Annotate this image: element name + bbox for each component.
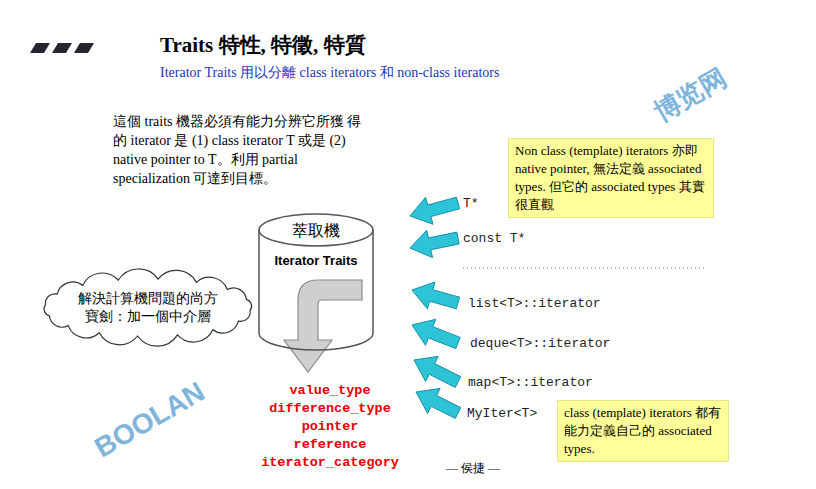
machine-name: Iterator Traits — [262, 253, 370, 269]
input-arrow — [416, 388, 461, 418]
pointer-type-label: T* — [463, 195, 479, 212]
machine-title: 萃取機 — [262, 221, 370, 241]
input-arrow — [410, 230, 459, 257]
associated-type-label: difference_type — [269, 400, 391, 418]
note-text: class (template) iterators 都有能力定義自己的 ass… — [564, 404, 722, 458]
cylinder-body — [259, 230, 373, 350]
input-arrow — [412, 319, 460, 348]
author-signature: — 侯捷 — — [446, 460, 500, 476]
slide-title: Traits 特性, 特徵, 特質 — [160, 32, 366, 58]
title-bar — [52, 43, 72, 53]
description-text: 這個 traits 機器必須有能力分辨它所獲 得的 iterator 是 (1)… — [113, 112, 363, 188]
associated-type-label: iterator_category — [261, 454, 399, 472]
watermark: 博览网 — [649, 63, 732, 128]
associated-type-label: reference — [294, 436, 367, 454]
iterator-type-label: map<T>::iterator — [468, 374, 593, 391]
traits-cylinder: 萃取機 Iterator Traits — [258, 213, 374, 350]
title-bar — [30, 43, 50, 53]
note-box: class (template) iterators 都有能力定義自己的 ass… — [557, 400, 729, 462]
idea-cloud: 解決計算機問題的尚方 寶劍：加一個中介層 — [33, 267, 263, 348]
input-arrow — [412, 282, 460, 309]
cloud-shape — [44, 269, 252, 346]
note-text: Non class (template) iterators 亦即 native… — [515, 142, 707, 214]
divider-line — [463, 268, 705, 269]
title-bar — [74, 43, 94, 53]
associated-type-label: pointer — [302, 418, 359, 436]
iterator-type-label: MyIter<T> — [467, 405, 537, 422]
title-bars — [30, 43, 94, 53]
pointer-type-label: const T* — [463, 230, 525, 247]
input-arrow — [414, 356, 461, 387]
associated-type-label: value_type — [289, 382, 370, 400]
note-box: Non class (template) iterators 亦即 native… — [508, 138, 714, 218]
watermark: BOOLAN — [89, 376, 210, 464]
input-arrow — [410, 197, 460, 224]
cylinder-top — [259, 214, 373, 246]
input-arrows — [410, 197, 461, 418]
cloud-outline — [33, 267, 263, 348]
slide-subtitle: Iterator Traits 用以分離 class iterators 和 n… — [160, 64, 499, 82]
cloud-text: 解決計算機問題的尚方 寶劍：加一個中介層 — [77, 290, 219, 326]
iterator-type-label: list<T>::iterator — [468, 295, 601, 312]
iterator-type-label: deque<T>::iterator — [470, 335, 610, 352]
output-arrow — [284, 280, 362, 372]
